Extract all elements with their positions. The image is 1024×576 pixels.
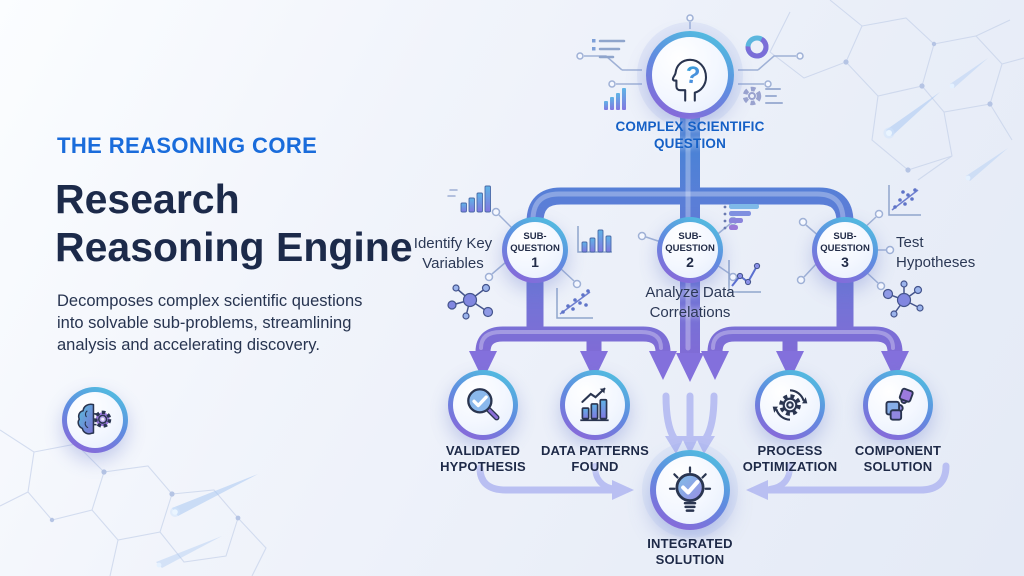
sub-question-1-node: SUB- QUESTION 1 (502, 217, 568, 283)
sub-question-1-side-label: Identify Key Variables (413, 235, 493, 272)
puzzle-icon (885, 387, 914, 421)
light-arrows (476, 392, 950, 494)
light-arrowheads (612, 436, 768, 500)
scatter-plot-icon (556, 288, 593, 319)
magnifier-check-icon (467, 388, 500, 421)
network-mesh-top-right (769, 0, 1024, 181)
brain-gear-icon (77, 403, 112, 435)
svg-text:?: ? (683, 61, 701, 90)
outcome-process-optimization-node (755, 370, 825, 440)
molecule-icon-2 (882, 280, 924, 318)
ascending-bars-icon (447, 185, 491, 213)
root-node: ? (646, 31, 734, 119)
molecule-icon (447, 283, 494, 320)
list-icon (592, 39, 626, 59)
integrated-solution-node (650, 450, 730, 530)
bar-chart-icon (604, 88, 626, 110)
head-question-icon: ? (671, 58, 708, 102)
donut-chart-icon (745, 35, 769, 59)
line-chart-icon (728, 260, 761, 293)
arrowheads (469, 351, 909, 382)
root-label: COMPLEX SCIENTIFIC QUESTION (615, 119, 765, 151)
bar-growth-icon (580, 387, 609, 422)
sub-question-3-side-label: Test Hypotheses (896, 234, 976, 271)
bulb-check-icon (668, 466, 712, 512)
horizontal-bars-icon (723, 204, 759, 230)
brain-gear-badge (62, 387, 128, 453)
outcome-validated-hypothesis-node (448, 370, 518, 440)
sub-question-2-node: SUB- QUESTION 2 (657, 217, 723, 283)
pipe-gloss (479, 111, 895, 351)
mesh-nodes (843, 41, 993, 173)
sub-question-3-node: SUB- QUESTION 3 (812, 217, 878, 283)
grouped-bars-icon (577, 226, 612, 253)
page-title: Research Reasoning Engine (55, 176, 413, 271)
scatter-plot-icon-2 (888, 185, 921, 216)
gear-icon (742, 86, 783, 106)
outcome-data-patterns-node (560, 370, 630, 440)
outcome-component-solution-node (863, 370, 933, 440)
light-streaks (156, 58, 1008, 568)
description: Decomposes complex scientific questions … (57, 292, 363, 355)
mesh-nodes-2 (49, 469, 241, 523)
kicker: THE REASONING CORE (57, 133, 318, 158)
title-line-1: Research (55, 176, 240, 222)
title-line-2: Reasoning Engine (55, 223, 413, 270)
gear-cycle-icon (772, 389, 808, 421)
connector-dots (484, 14, 895, 291)
sub-question-2-side-label: Analyze Data Correlations (645, 284, 735, 321)
